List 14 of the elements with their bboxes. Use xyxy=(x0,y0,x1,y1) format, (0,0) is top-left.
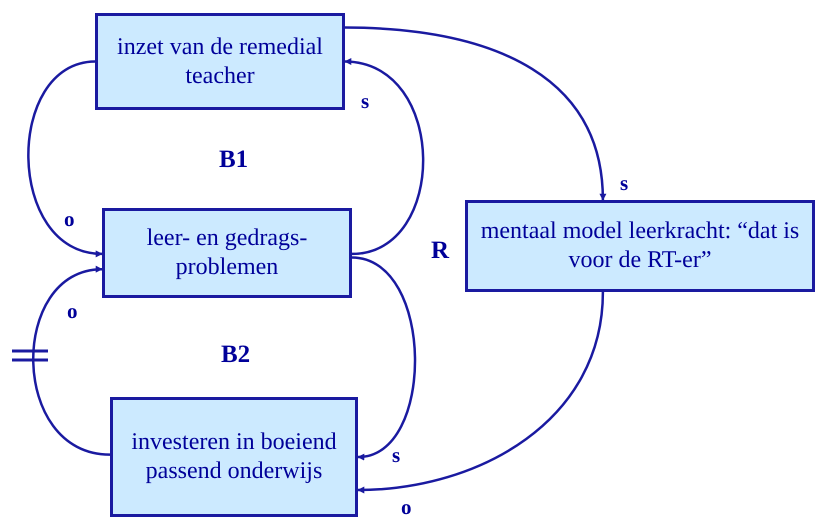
arrow xyxy=(352,256,416,460)
variable-box xyxy=(465,200,815,292)
variable-box xyxy=(110,397,358,517)
variable-label: mentaal model leerkracht: “dat is voor de RT-er” xyxy=(480,217,800,275)
arrow xyxy=(32,266,110,456)
arrow xyxy=(27,60,103,256)
variable-box xyxy=(102,208,352,298)
arrow xyxy=(344,26,606,201)
arrow xyxy=(357,292,604,494)
variable-box xyxy=(95,13,345,110)
arrow xyxy=(344,59,424,256)
variable-label: leer- en gedrags-problemen xyxy=(146,224,308,282)
variable-label: inzet van de remedial teacher xyxy=(116,32,324,90)
variable-label: investeren in boeiend passend onderwijs xyxy=(130,428,338,486)
